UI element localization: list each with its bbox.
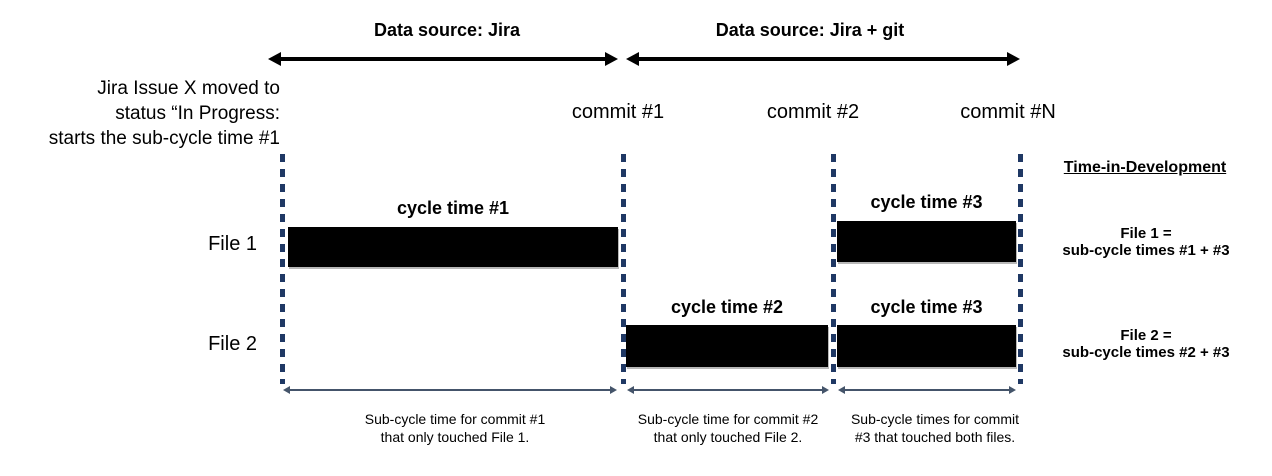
cycle-time-1-label: cycle time #1 <box>396 198 510 218</box>
file-2-summary-line-1: File 2 = <box>1120 327 1172 344</box>
sub-cycle-caption-1-line-2: that only touched File 1. <box>380 429 530 445</box>
file-1-summary-line-2: sub-cycle times #1 + #3 <box>1062 242 1230 259</box>
cycle-time-2-label: cycle time #2 <box>670 297 784 317</box>
file-2-summary-line-2: sub-cycle times #2 + #3 <box>1062 344 1230 361</box>
jira-range-arrow <box>268 51 618 67</box>
arrowhead-left-icon <box>627 386 634 394</box>
commit-n-line <box>1018 154 1023 384</box>
sub-cycle-caption-2: Sub-cycle time for commit #2 that only t… <box>617 410 839 446</box>
jira-issue-note-line-2: status “In Progress: <box>115 103 280 124</box>
commit-1-label: commit #1 <box>571 101 665 123</box>
file-1-summary: File 1 = sub-cycle times #1 + #3 <box>1030 225 1262 259</box>
file-1-summary-line-1: File 1 = <box>1120 225 1172 242</box>
jira-issue-note: Jira Issue X moved to status “In Progres… <box>6 76 280 151</box>
jira-git-range-arrow <box>626 51 1020 67</box>
cycle-start-line <box>280 154 285 384</box>
sub-cycle-caption-1: Sub-cycle time for commit #1 that only t… <box>295 410 615 446</box>
arrow-line <box>277 57 609 61</box>
sub-cycle-caption-3-line-1: Sub-cycle times for commit <box>850 411 1020 427</box>
arrowhead-right-icon <box>822 386 829 394</box>
sub-cycle-arrow-1 <box>283 385 617 395</box>
commit-1-line <box>621 154 626 384</box>
arrowhead-right-icon <box>1007 52 1020 66</box>
data-source-jira-label: Data source: Jira <box>373 20 521 40</box>
arrow-line <box>843 389 1011 391</box>
cycle-time-3-file-1-label: cycle time #3 <box>870 192 983 212</box>
sub-cycle-arrow-2 <box>627 385 829 395</box>
sub-cycle-caption-3: Sub-cycle times for commit #3 that touch… <box>826 410 1044 446</box>
arrowhead-right-icon <box>1009 386 1016 394</box>
file-2-summary: File 2 = sub-cycle times #2 + #3 <box>1030 327 1262 361</box>
commit-n-label: commit #N <box>960 101 1056 123</box>
cycle-time-3-file-1-bar <box>837 221 1016 262</box>
cycle-time-2-bar <box>626 325 828 367</box>
cycle-time-3-file-2-label: cycle time #3 <box>870 297 983 317</box>
sub-cycle-caption-2-line-1: Sub-cycle time for commit #2 <box>637 411 819 427</box>
sub-cycle-caption-2-line-2: that only touched File 2. <box>653 429 803 445</box>
jira-issue-note-line-1: Jira Issue X moved to <box>97 78 280 99</box>
arrow-line <box>635 57 1011 61</box>
file-1-label: File 1 <box>208 233 257 255</box>
file-2-label: File 2 <box>208 333 257 355</box>
commit-2-label: commit #2 <box>766 101 860 123</box>
cycle-time-1-bar <box>288 227 618 267</box>
arrowhead-left-icon <box>268 52 281 66</box>
time-in-development-title: Time-in-Development <box>1063 159 1227 176</box>
sub-cycle-arrow-3 <box>838 385 1016 395</box>
arrowhead-right-icon <box>610 386 617 394</box>
data-source-jira-git-label: Data source: Jira + git <box>715 20 905 40</box>
sub-cycle-caption-3-line-2: #3 that touched both files. <box>854 429 1016 445</box>
arrow-line <box>288 389 612 391</box>
arrowhead-left-icon <box>838 386 845 394</box>
arrow-line <box>632 389 824 391</box>
jira-issue-note-line-3: starts the sub-cycle time #1 <box>48 128 280 149</box>
arrowhead-right-icon <box>605 52 618 66</box>
arrowhead-left-icon <box>626 52 639 66</box>
cycle-time-3-file-2-bar <box>837 325 1016 367</box>
commit-2-line <box>831 154 836 384</box>
sub-cycle-caption-1-line-1: Sub-cycle time for commit #1 <box>364 411 546 427</box>
arrowhead-left-icon <box>283 386 290 394</box>
